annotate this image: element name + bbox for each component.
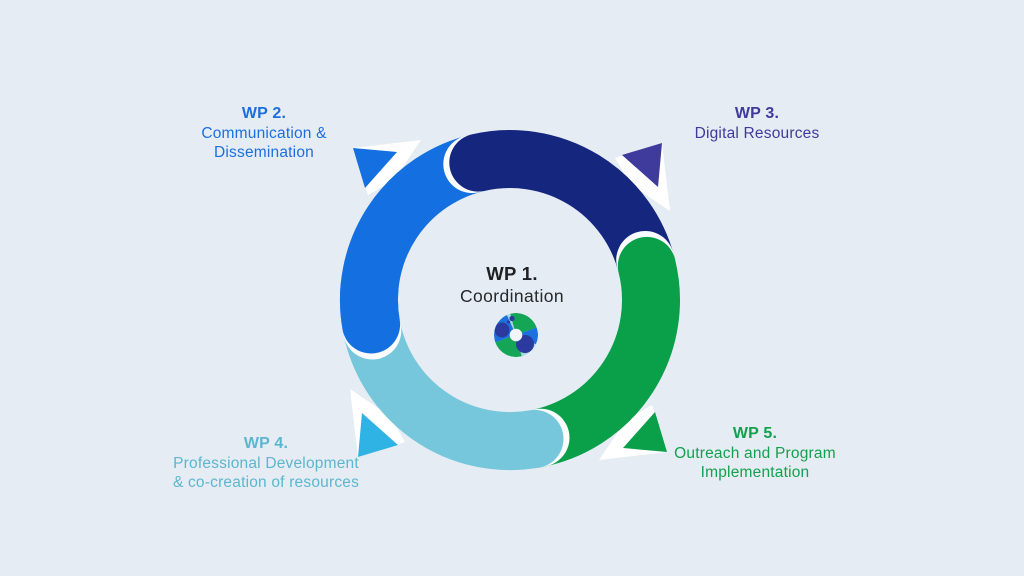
wp3-line1: Digital Resources xyxy=(694,124,820,142)
wp4-number: WP 4. xyxy=(243,435,289,452)
wp4-line1: Professional Development xyxy=(173,454,359,472)
wp3-number: WP 3. xyxy=(734,105,780,122)
wp4-line2: & co-creation of resources xyxy=(172,474,360,491)
wp1-number: WP 1. xyxy=(486,263,538,284)
wp5-label: WP 5. Outreach and Program Implementatio… xyxy=(605,424,905,483)
wp5-number: WP 5. xyxy=(732,425,778,442)
arrow-top-right-icon xyxy=(615,143,670,211)
wp2-number: WP 2. xyxy=(241,105,287,122)
wp4-label: WP 4. Professional Development & co-crea… xyxy=(116,434,416,493)
arrow-bottom-left-icon xyxy=(350,389,405,457)
arc-wp2-cap xyxy=(339,258,401,354)
wp1-center-label: WP 1. Coordination xyxy=(412,263,612,307)
wp1-title: Coordination xyxy=(459,286,565,306)
wp2-line1: Communication & xyxy=(201,124,327,142)
wp3-label: WP 3. Digital Resources xyxy=(607,104,907,143)
wp5-line2: Implementation xyxy=(700,464,810,481)
wp2-line2: Dissemination xyxy=(214,144,314,161)
wp2-label: WP 2. Communication & Dissemination xyxy=(114,104,414,163)
project-circle-logo-icon xyxy=(494,313,538,357)
arrow-bottom-right-icon xyxy=(599,405,667,460)
wp5-line1: Outreach and Program xyxy=(674,444,836,462)
arrow-top-left-icon xyxy=(353,140,421,195)
